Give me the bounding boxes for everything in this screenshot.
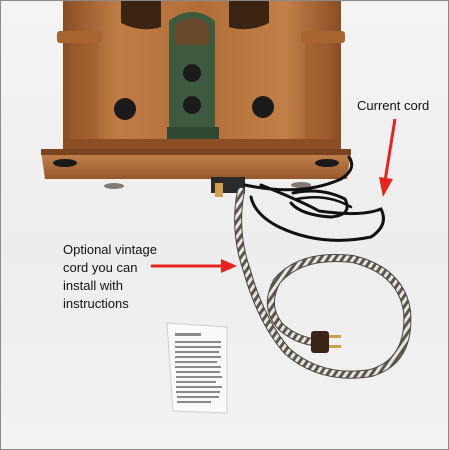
- optional-cord-line-2: cord you can: [63, 260, 138, 275]
- arrow-vintage-cord: [151, 259, 237, 273]
- current-cord: [243, 155, 385, 242]
- current-cord-label: Current cord: [357, 98, 430, 113]
- arrow-current-cord: [379, 118, 397, 197]
- radio-cabinet: [41, 1, 351, 197]
- vintage-plug: [311, 331, 341, 353]
- optional-cord-line-4: instructions: [63, 296, 129, 311]
- optional-cord-line-3: install with: [63, 278, 123, 293]
- instruction-sheet: [166, 322, 228, 414]
- optional-cord-line-1: Optional vintage: [63, 242, 157, 257]
- optional-cord-label: Optional vintage cord you can install wi…: [63, 241, 157, 313]
- vintage-cord: [234, 187, 412, 379]
